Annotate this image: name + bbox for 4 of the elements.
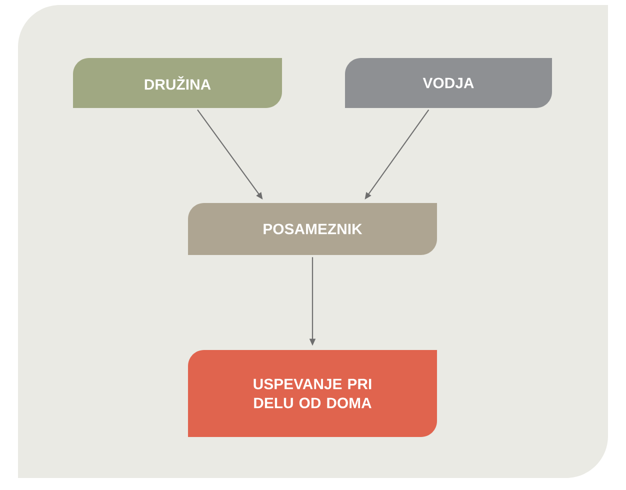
- process-box: USPEVANJE PRI DELU OD DOMA: [188, 350, 437, 437]
- process-box: POSAMEZNIK: [188, 202, 437, 255]
- process-box: VODJA: [345, 58, 552, 108]
- process-box: DRUŽINA: [73, 58, 282, 108]
